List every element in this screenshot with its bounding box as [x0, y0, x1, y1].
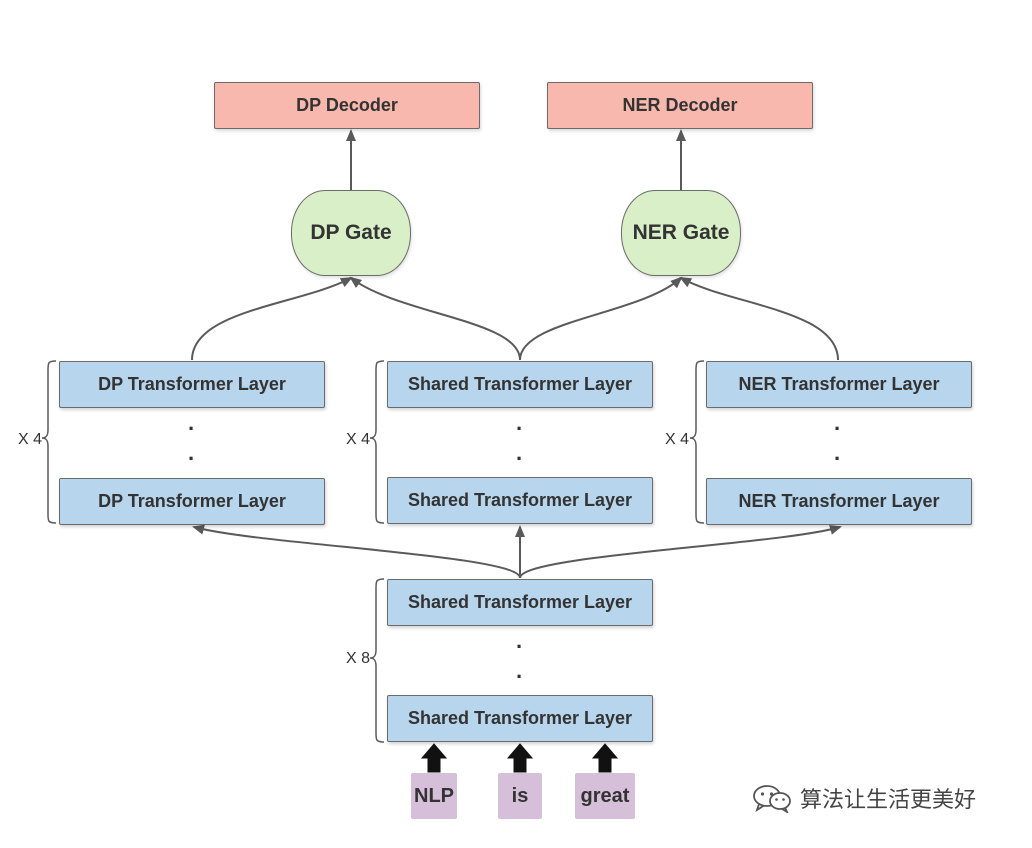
ner-gate: NER Gate — [621, 190, 741, 276]
ner-decoder-label: NER Decoder — [622, 95, 738, 115]
token-great: great — [575, 773, 635, 819]
shared-ellipsis-dot-2: . — [516, 440, 523, 465]
shared-base-layer-bottom: Shared Transformer Layer — [387, 695, 653, 742]
token-nlp-label: NLP — [414, 784, 454, 807]
shared-transformer-layer-top-label: Shared Transformer Layer — [407, 374, 633, 394]
nlp-input-arrow — [420, 743, 448, 773]
watermark: 算法让生活更美好 — [752, 782, 977, 815]
dp-ellipsis-dot-1: . — [188, 410, 195, 435]
shared-transformer-layer-bottom: Shared Transformer Layer — [387, 477, 653, 524]
token-great-label: great — [580, 784, 630, 807]
is-input-arrow — [506, 743, 534, 773]
shared-base-layer-bottom-label: Shared Transformer Layer — [407, 708, 633, 728]
ner-gate-label: NER Gate — [632, 221, 730, 244]
shared-base-layer-top: Shared Transformer Layer — [387, 579, 653, 626]
ner-branch-repeat-label: X 4 — [665, 431, 690, 448]
shared-branch-repeat-brace — [369, 360, 385, 524]
shared-transformer-layer-bottom-label: Shared Transformer Layer — [407, 490, 633, 510]
shared-branch-repeat-label: X 4 — [346, 431, 371, 448]
dp-decoder: DP Decoder — [214, 82, 480, 129]
dp-ellipsis-dot-2: . — [188, 440, 195, 465]
ner-transformer-layer-top: NER Transformer Layer — [706, 361, 972, 408]
ner-branch-repeat-brace — [689, 360, 705, 524]
shared-ellipsis-dot-1: . — [516, 410, 523, 435]
dp-transformer-layer-top: DP Transformer Layer — [59, 361, 325, 408]
shared-transformer-layer-top: Shared Transformer Layer — [387, 361, 653, 408]
ner-transformer-layer-bottom: NER Transformer Layer — [706, 478, 972, 525]
dp-branch-to-dp-gate-arrow — [191, 277, 353, 361]
dp-decoder-label: DP Decoder — [296, 95, 398, 115]
shared-branch-to-dp-gate-arrow — [349, 276, 521, 361]
ner-transformer-layer-bottom-label: NER Transformer Layer — [738, 491, 940, 511]
shared-branch-to-ner-gate-arrow — [519, 276, 683, 361]
shared-base-repeat-label: X 8 — [346, 650, 371, 667]
base-ellipsis-dot-1: . — [516, 628, 523, 653]
dp-transformer-layer-top-label: DP Transformer Layer — [98, 374, 286, 394]
dp-gate-label: DP Gate — [310, 221, 392, 244]
token-is: is — [498, 773, 542, 819]
base-ellipsis-dot-2: . — [516, 658, 523, 683]
dp-gate: DP Gate — [291, 190, 411, 276]
base-to-ner-branch-arrow — [519, 525, 842, 579]
token-nlp: NLP — [411, 773, 457, 819]
ner-branch-to-ner-gate-arrow — [679, 277, 839, 361]
shared-base-repeat-brace — [369, 578, 385, 743]
dp-transformer-layer-bottom: DP Transformer Layer — [59, 478, 325, 525]
base-to-dp-branch-arrow — [192, 524, 521, 579]
watermark-text: 算法让生活更美好 — [800, 788, 977, 813]
wechat-icon — [752, 783, 792, 815]
ner-transformer-layer-top-label: NER Transformer Layer — [738, 374, 940, 394]
ner-decoder: NER Decoder — [547, 82, 813, 129]
ner-ellipsis-dot-2: . — [834, 440, 841, 465]
shared-base-layer-top-label: Shared Transformer Layer — [407, 592, 633, 612]
dp-branch-repeat-brace — [41, 360, 57, 524]
dp-transformer-layer-bottom-label: DP Transformer Layer — [98, 491, 286, 511]
dp-branch-repeat-label: X 4 — [18, 431, 43, 448]
token-is-label: is — [511, 784, 529, 807]
ner-ellipsis-dot-1: . — [834, 410, 841, 435]
great-input-arrow — [591, 743, 619, 773]
